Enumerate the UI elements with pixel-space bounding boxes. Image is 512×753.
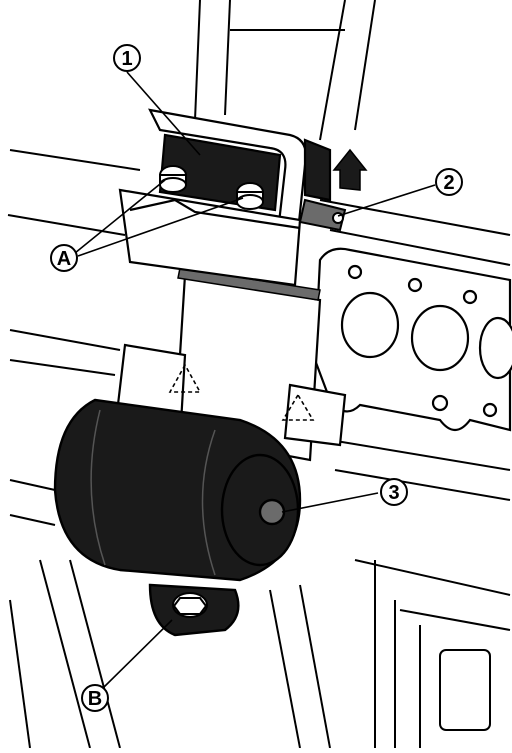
- bolt-b: [172, 592, 208, 618]
- up-arrow-icon: [332, 148, 368, 191]
- leader-lines: [74, 71, 436, 689]
- bolt-a-upper: [159, 165, 187, 193]
- bolt-a-lower: [236, 182, 264, 210]
- callout-3: 3: [380, 478, 408, 506]
- callout-2: 2: [435, 168, 463, 196]
- background-frame: [7, 0, 511, 749]
- upper-bracket: [118, 108, 332, 287]
- svg-text:B: B: [88, 688, 102, 710]
- engine-mount-insulator: [53, 398, 302, 637]
- svg-text:2: 2: [443, 172, 454, 194]
- svg-text:3: 3: [388, 482, 399, 504]
- side-bracket: [298, 198, 347, 232]
- callout-1: 1: [113, 44, 141, 72]
- svg-text:A: A: [57, 248, 71, 270]
- callout-b: B: [81, 684, 109, 712]
- svg-text:1: 1: [121, 48, 132, 70]
- callout-a: A: [50, 244, 78, 272]
- dashed-triangle-icon: [168, 363, 315, 421]
